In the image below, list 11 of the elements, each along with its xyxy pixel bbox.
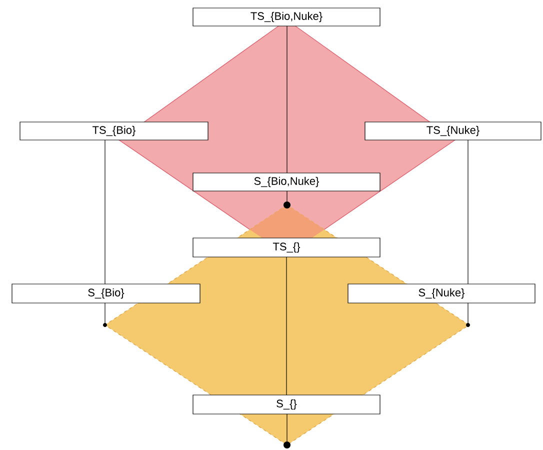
label-box: S_{} <box>192 394 380 414</box>
label-box: TS_{Bio,Nuke} <box>192 8 380 26</box>
label-box: TS_{Bio} <box>20 122 208 140</box>
connector <box>286 256 287 396</box>
label-box: S_{Nuke} <box>348 284 536 304</box>
label-box: S_{Bio,Nuke} <box>192 172 380 192</box>
label-box: TS_{} <box>192 238 380 258</box>
connector <box>104 140 106 284</box>
label-box: TS_{Nuke} <box>364 122 542 140</box>
connector <box>286 26 288 174</box>
label-box: S_{Bio} <box>12 284 200 304</box>
